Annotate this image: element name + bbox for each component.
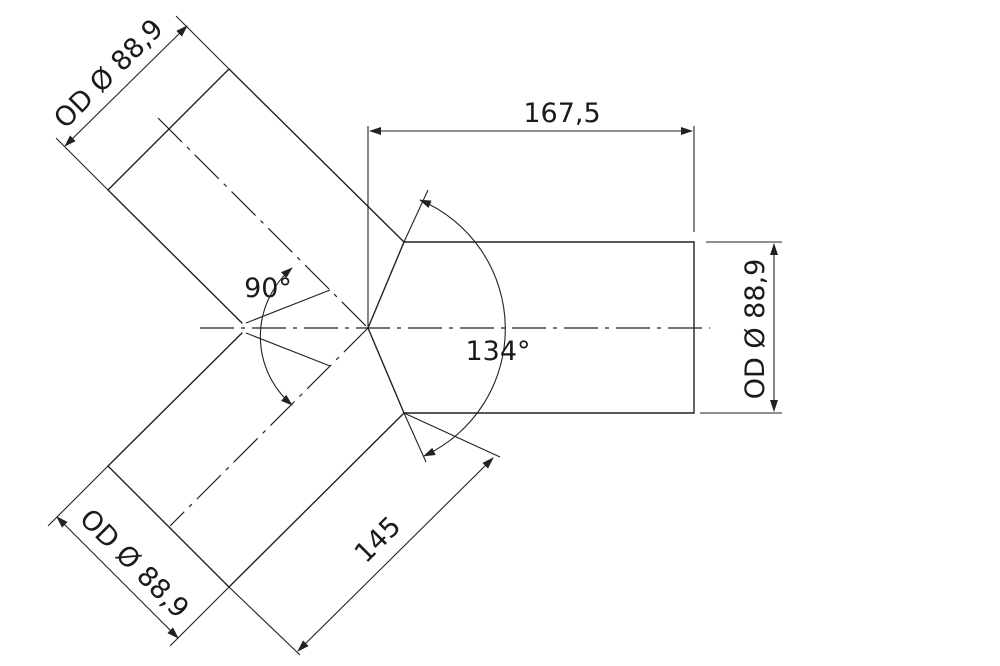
dim-label-right-od: OD Ø 88,9 [740, 259, 771, 400]
dim-horizontal-length: 167,5 [367, 98, 695, 328]
dim-bottom-diameter: OD Ø 88,9 [47, 465, 230, 647]
dim-diagonal-length: 145 [228, 412, 501, 656]
dim-angle-134: 134° [403, 189, 531, 463]
dim-label-134: 134° [465, 336, 530, 367]
dim-right-diameter: OD Ø 88,9 [700, 241, 782, 414]
dim-label-167-5: 167,5 [523, 98, 600, 129]
dim-label-top-od: OD Ø 88,9 [48, 13, 169, 134]
dim-top-diameter: OD Ø 88,9 [48, 13, 230, 191]
dim-angle-90: 90° [244, 267, 331, 406]
dim-label-145: 145 [349, 511, 407, 569]
dim-label-bottom-od: OD Ø 88,9 [73, 503, 194, 624]
dim-label-90: 90° [244, 273, 292, 304]
